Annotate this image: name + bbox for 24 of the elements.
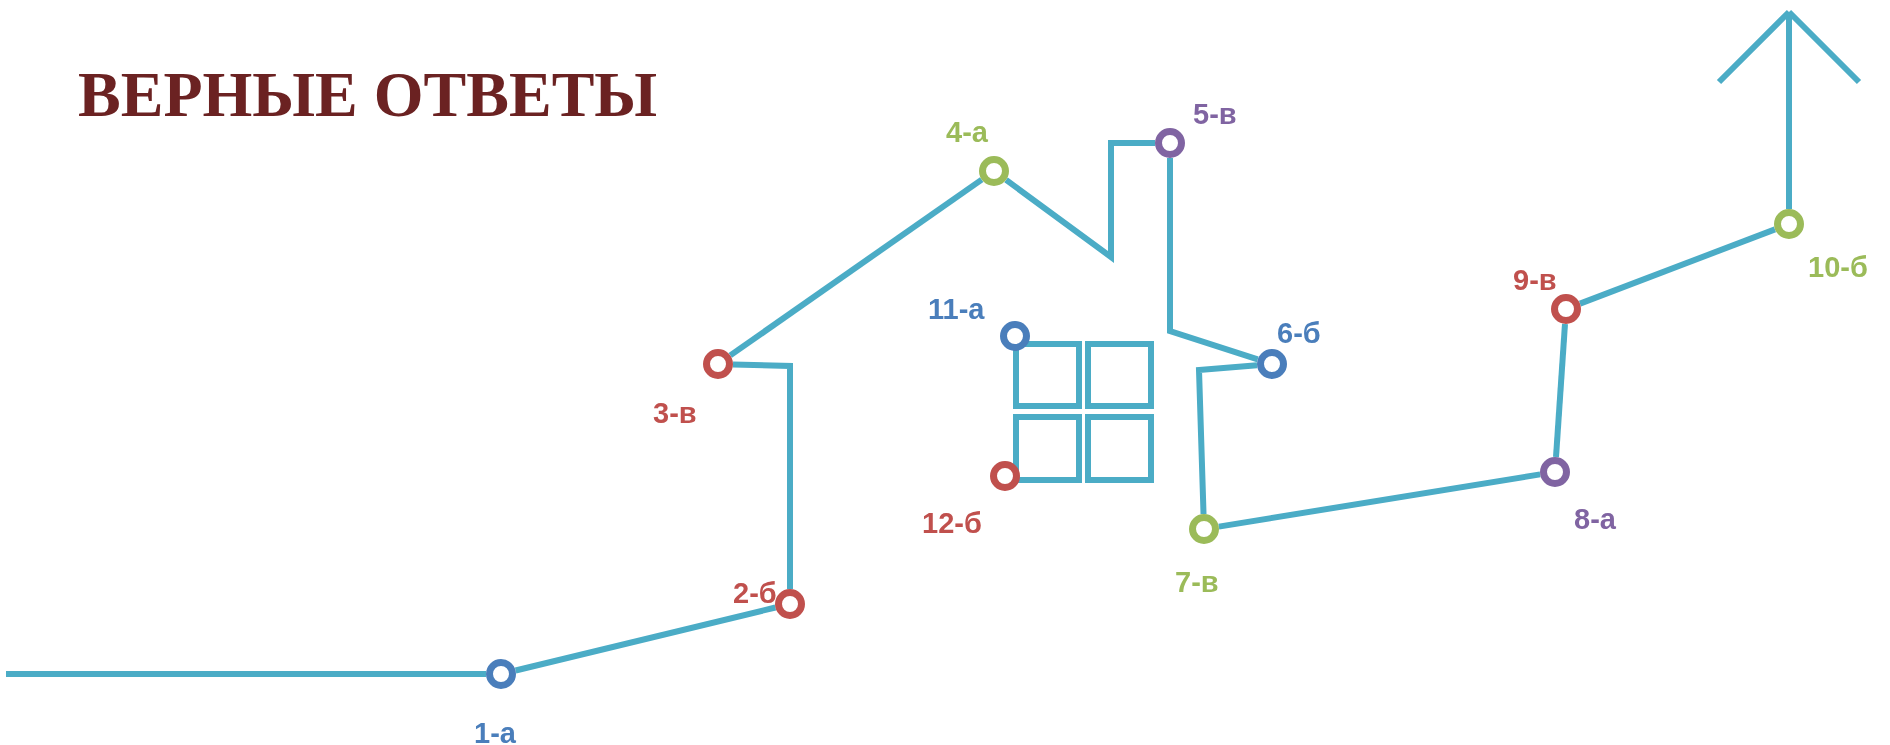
answer-label: 5-в xyxy=(1193,100,1237,129)
answer-label: 10-б xyxy=(1808,253,1868,282)
connector-line xyxy=(732,361,793,589)
answer-label: 9-в xyxy=(1513,266,1557,295)
answer-label: 1-а xyxy=(474,719,516,745)
connector-line xyxy=(728,177,984,358)
connector-line xyxy=(1195,362,1258,515)
connector-line xyxy=(1218,471,1541,530)
connector-line xyxy=(1167,158,1259,363)
answer-label: 7-в xyxy=(1175,568,1219,597)
connector-line xyxy=(6,671,486,677)
answer-label: 8-а xyxy=(1574,505,1616,534)
connector-line xyxy=(1578,226,1777,307)
answer-label: 4-а xyxy=(946,118,988,147)
connector-line xyxy=(1004,140,1155,263)
answer-label: 6-б xyxy=(1277,319,1321,348)
connector-line xyxy=(1553,323,1568,458)
answer-label: 12-б xyxy=(922,509,982,538)
answer-label: 3-в xyxy=(653,399,697,428)
connector-line xyxy=(514,604,777,674)
answer-label: 2-б xyxy=(733,579,777,608)
answer-label: 11-а xyxy=(928,295,985,324)
title: ВЕРНЫЕ ОТВЕТЫ xyxy=(78,58,658,132)
arrow xyxy=(1716,9,1862,209)
